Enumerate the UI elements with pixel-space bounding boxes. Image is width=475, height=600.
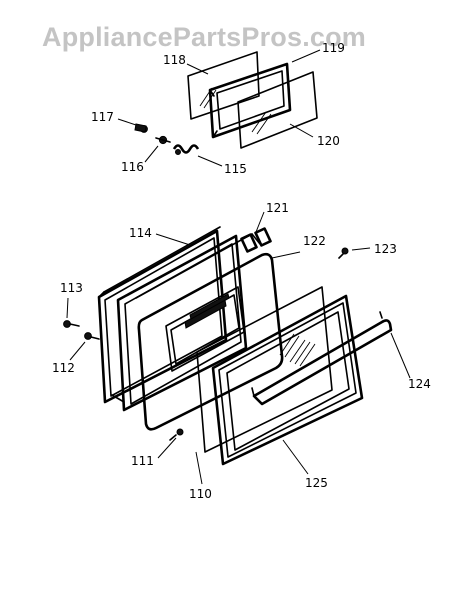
callout-117: 117: [91, 110, 114, 124]
callout-119: 119: [322, 41, 345, 55]
callout-labels: 118 119 120 117 116 115 121 114 122 123 …: [52, 41, 431, 501]
screw-111: [169, 428, 184, 441]
callout-118: 118: [163, 53, 186, 67]
clip-115: [172, 144, 223, 167]
callout-114: 114: [129, 226, 152, 240]
callout-113: 113: [60, 281, 83, 295]
door-assembly: [63, 226, 393, 466]
pin-116: [144, 135, 171, 163]
screw-113: [63, 320, 80, 328]
callout-124: 124: [408, 377, 431, 391]
glass-panel-120: [237, 71, 318, 149]
window-glass-assembly: [187, 51, 318, 149]
screw-123: [338, 247, 349, 259]
leader-lines: [66, 49, 411, 485]
hinge-hardware: [117, 118, 223, 167]
callout-112: 112: [52, 361, 75, 375]
outer-door-panel-125: [211, 294, 364, 466]
door-handle-124: [251, 311, 393, 406]
callout-115: 115: [224, 162, 247, 176]
callout-122: 122: [303, 234, 326, 248]
screw-112: [84, 332, 100, 340]
callout-120: 120: [317, 134, 340, 148]
callout-123: 123: [374, 242, 397, 256]
watermark-text: AppliancePartsPros.com: [42, 22, 366, 52]
callout-111: 111: [131, 454, 154, 468]
screw-117: [117, 118, 148, 133]
hinge-bracket-121: [240, 227, 272, 253]
callout-125: 125: [305, 476, 328, 490]
inner-glass-110: [196, 286, 333, 453]
inner-door-panel-122: [137, 252, 284, 431]
callout-116: 116: [121, 160, 144, 174]
door-frame-114: [97, 226, 228, 404]
gasket-frame-119: [208, 62, 292, 139]
callout-110: 110: [189, 487, 212, 501]
callout-121: 121: [266, 201, 289, 215]
